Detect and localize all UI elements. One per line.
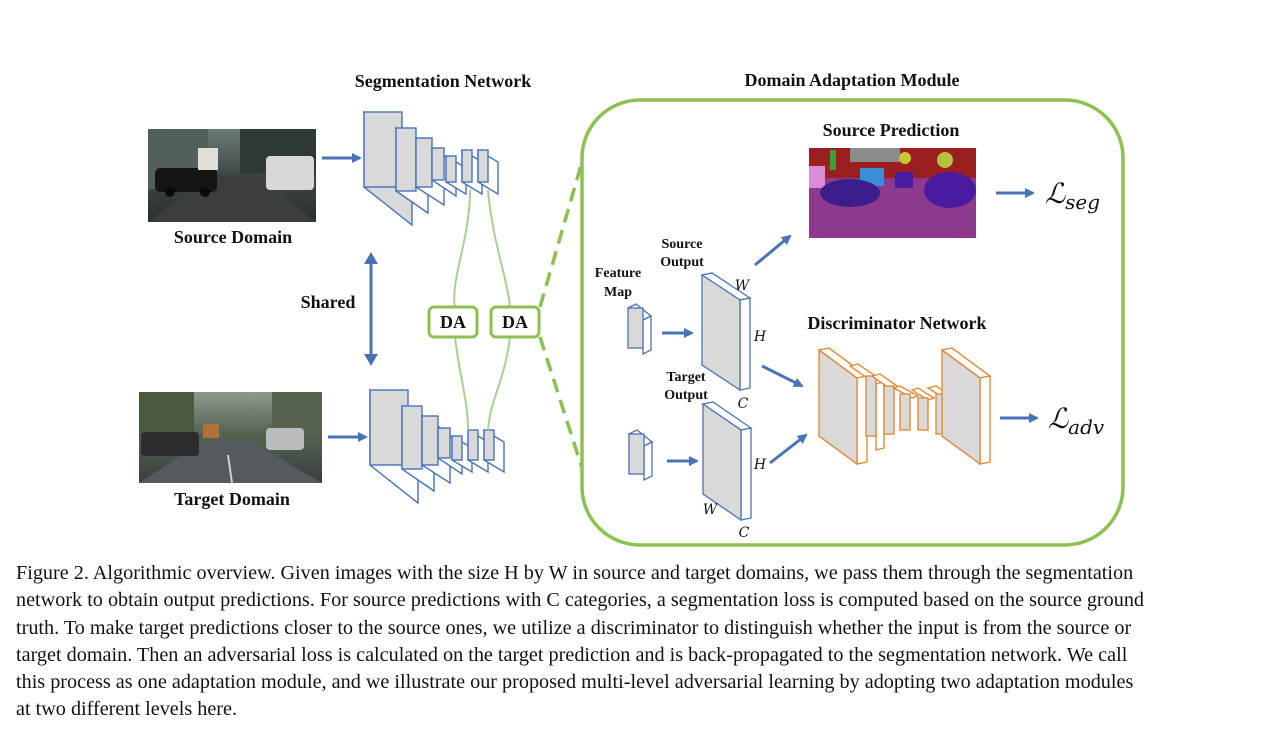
target-output-dim-c: C (739, 525, 750, 541)
source-prediction-map (809, 148, 976, 238)
feature-map-target (627, 429, 654, 482)
feature-map-source (626, 303, 653, 356)
segmentation-network-source (363, 110, 499, 227)
target-output-label-line1: Target (666, 370, 705, 385)
caption-line-2: network to obtain output predictions. Fo… (16, 589, 1145, 612)
da-connection-curves (453, 189, 511, 431)
caption-line-4: target domain. Then an adversarial loss … (16, 643, 1128, 666)
figure-caption: Figure 2. Algorithmic overview. Given im… (16, 560, 1256, 724)
shared-arrow (364, 252, 378, 366)
source-output-dim-h: H (753, 329, 767, 345)
da-box-2 (489, 305, 541, 339)
target-output-dim-w: W (703, 502, 719, 518)
zoom-dashed-lines (538, 161, 584, 469)
source-output-volume (700, 272, 752, 392)
caption-line-3: truth. To make target predictions closer… (16, 616, 1132, 639)
feature-map-label-line1: Feature (595, 266, 641, 281)
target-domain-label: Target Domain (174, 489, 290, 509)
target-to-discriminator-arrow (769, 433, 808, 465)
caption-line-6: at two different levels here. (16, 698, 238, 721)
adv-loss-main: ℒ (1048, 402, 1069, 435)
source-to-discriminator-arrow (761, 364, 804, 388)
da-box-1-label: DA (440, 312, 466, 332)
domain-adaptation-module-title: Domain Adaptation Module (744, 70, 959, 90)
source-domain-image (148, 129, 316, 222)
caption-line-1: Figure 2. Algorithmic overview. Given im… (16, 562, 1134, 584)
target-output-volume (701, 401, 753, 522)
source-prediction-title: Source Prediction (823, 120, 960, 140)
source-output-label-line1: Source (662, 237, 703, 252)
source-output-dim-c: C (738, 396, 749, 412)
source-output-label-line2: Output (660, 255, 704, 270)
algorithm-overview-figure: Segmentation Network Domain Adaptation M… (139, 70, 1125, 547)
seg-loss-symbol: ℒseg (1045, 177, 1100, 214)
discriminator-network-title: Discriminator Network (807, 313, 986, 333)
shared-label: Shared (301, 292, 356, 312)
source-to-prediction-arrow (754, 234, 792, 267)
source-output-dim-w: W (735, 278, 751, 294)
seg-loss-subscript: seg (1065, 190, 1100, 214)
domain-adaptation-module-border (580, 98, 1125, 547)
segmentation-network-target (369, 388, 505, 505)
segmentation-network-title: Segmentation Network (355, 71, 531, 91)
target-output-label-line2: Output (664, 388, 708, 403)
adv-loss-subscript: adv (1068, 415, 1105, 439)
da-box-1 (427, 305, 479, 339)
target-output-dim-h: H (753, 457, 767, 473)
target-domain-image (139, 392, 322, 484)
da-box-2-label: DA (502, 312, 528, 332)
seg-loss-main: ℒ (1045, 177, 1066, 210)
source-domain-label: Source Domain (174, 227, 292, 247)
caption-line-5: this process as one adaptation module, a… (16, 671, 1134, 694)
discriminator-network (817, 347, 992, 466)
feature-map-label-line2: Map (604, 285, 632, 300)
adv-loss-symbol: ℒadv (1048, 402, 1105, 439)
